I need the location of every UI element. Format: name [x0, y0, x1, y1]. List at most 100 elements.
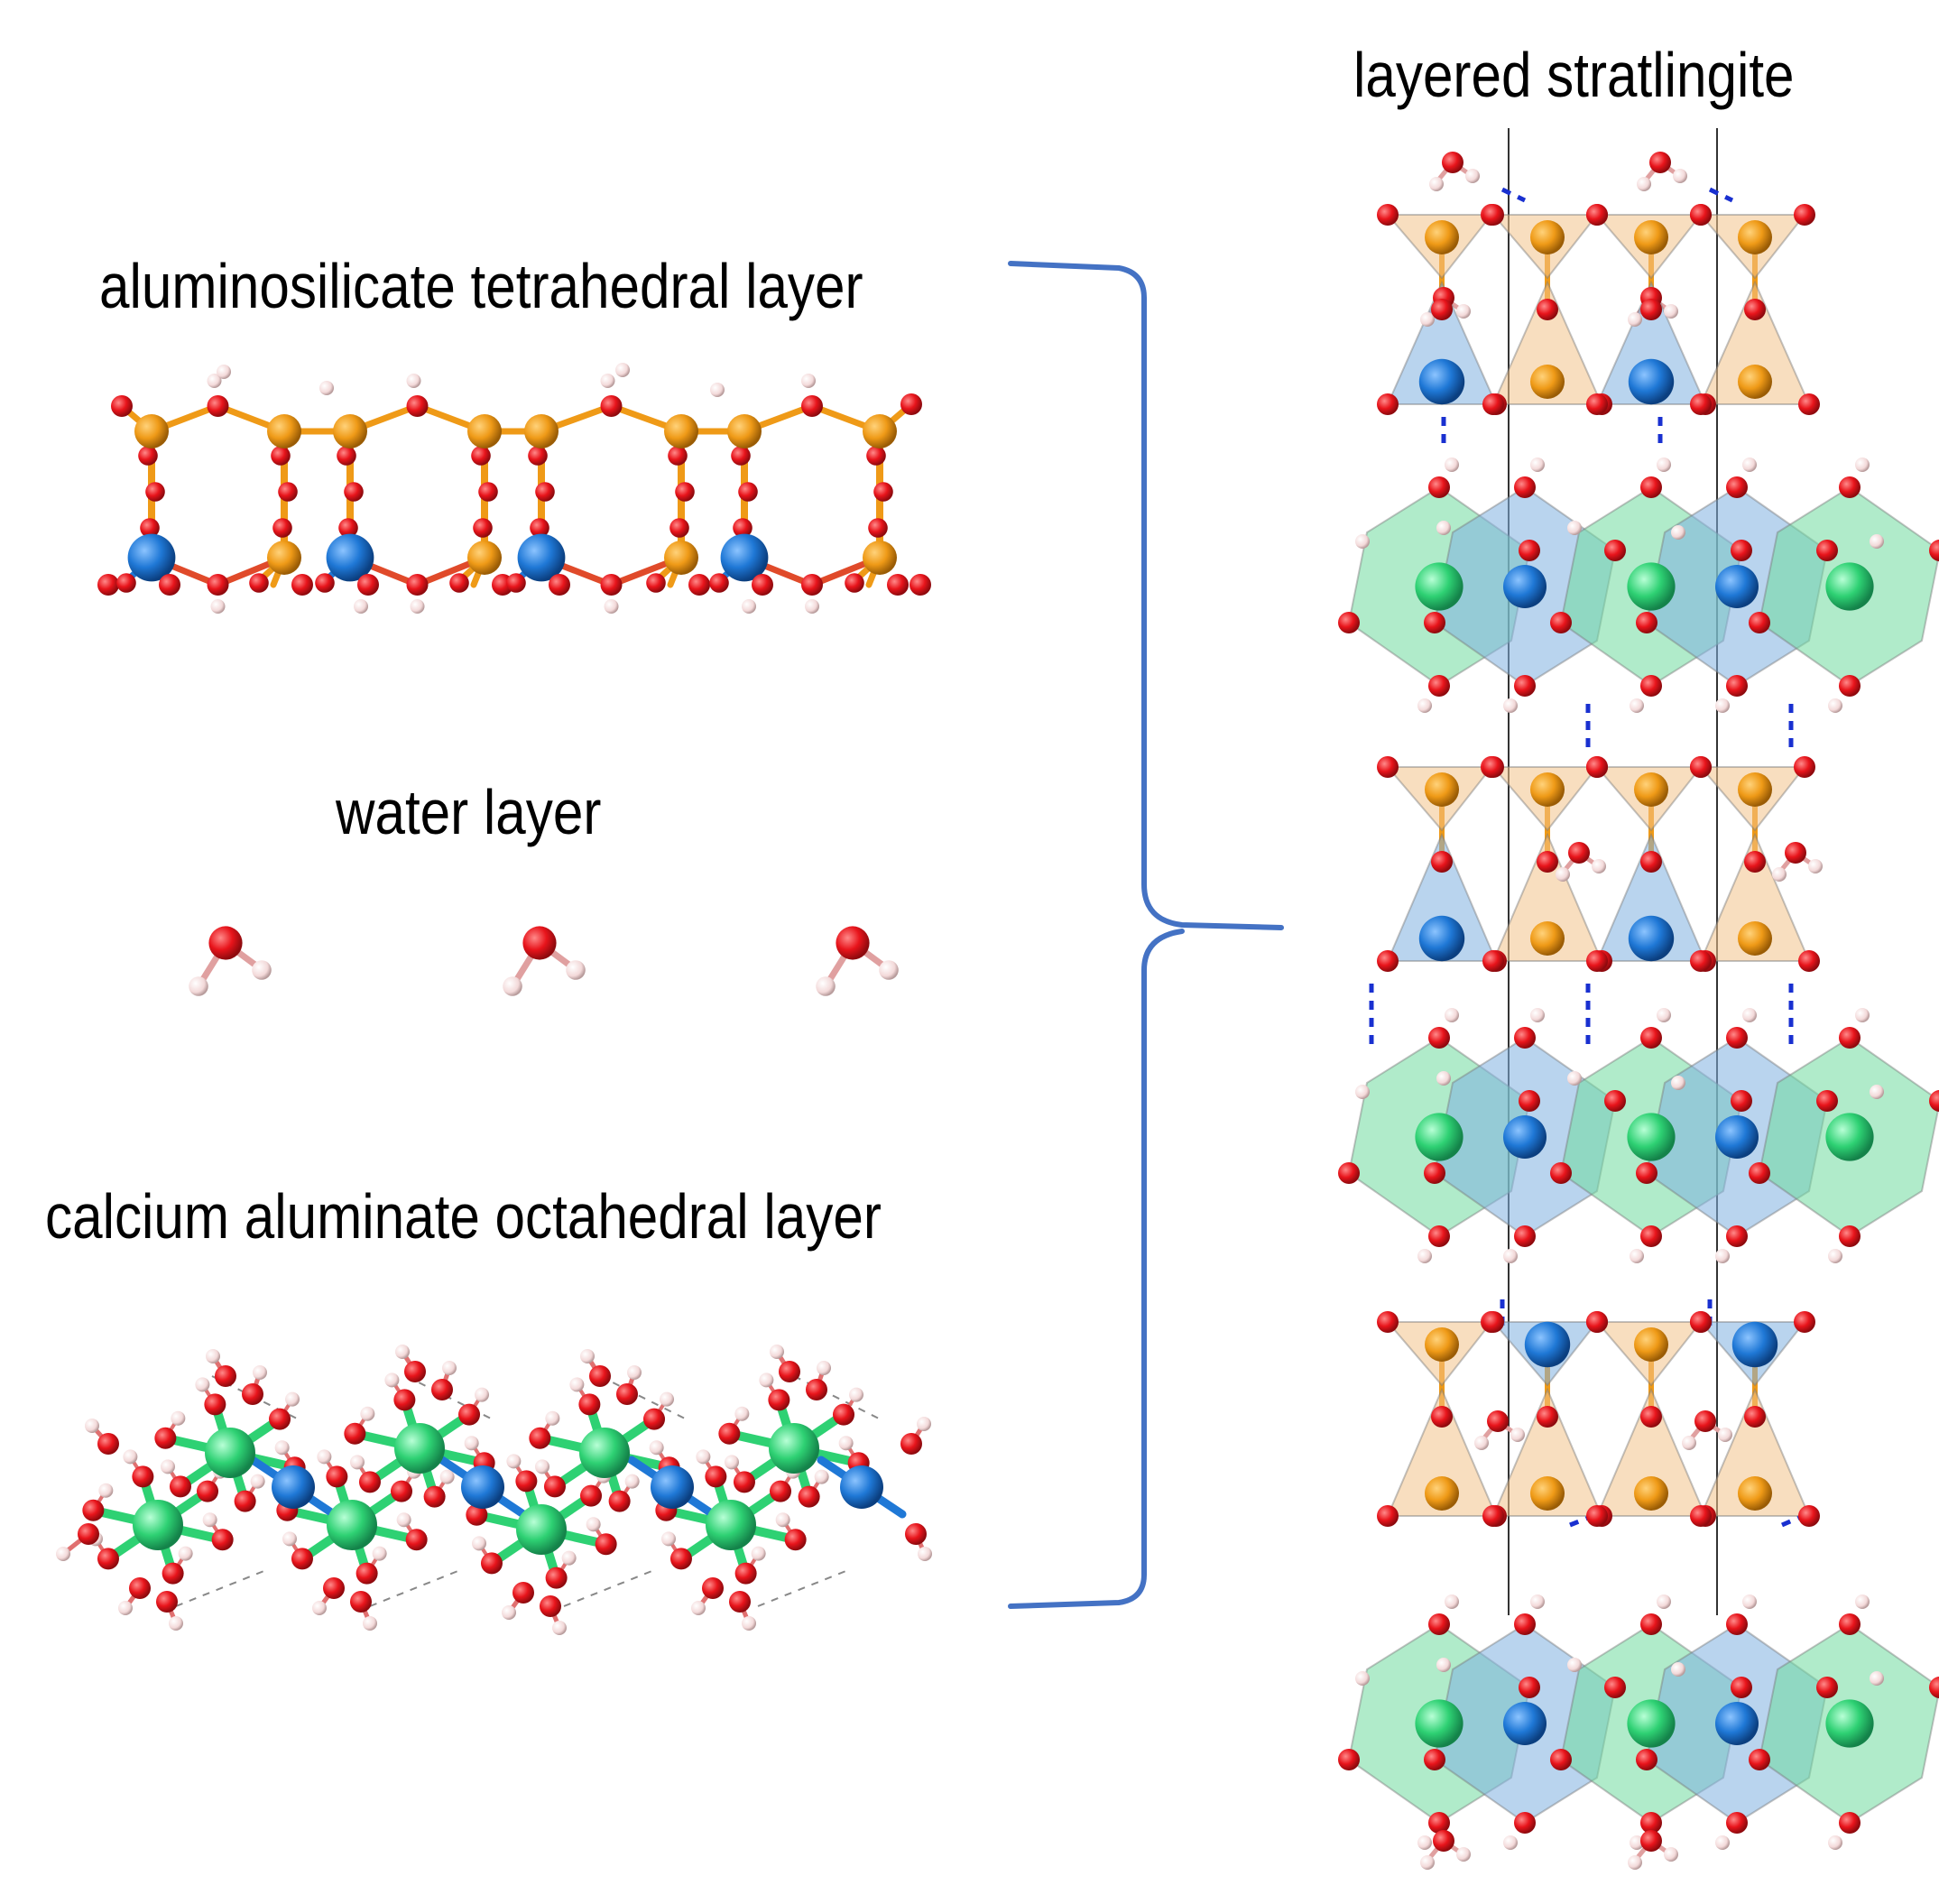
- oxygen-atom: [82, 1499, 105, 1521]
- curly-brace: [1008, 261, 1284, 1609]
- oxygen-atom: [404, 1361, 426, 1382]
- oxygen-atom: [1537, 299, 1558, 320]
- hydrogen-atom: [1420, 312, 1435, 327]
- hydrogen-atom: [569, 1377, 585, 1392]
- oxygen-atom: [1550, 1162, 1572, 1184]
- oxygen-atom: [905, 1523, 927, 1545]
- silicon-atom: [267, 414, 301, 448]
- oxygen-atom: [1640, 476, 1662, 498]
- oxygen-atom: [478, 482, 498, 502]
- label-tetrahedral-layer: aluminosilicate tetrahedral layer: [99, 251, 863, 321]
- oxygen-atom: [159, 574, 180, 596]
- oxygen-atom: [1744, 1406, 1766, 1428]
- oxygen-atom: [406, 574, 429, 596]
- label-water-layer: water layer: [336, 777, 602, 847]
- hydrogen-atom: [918, 1547, 932, 1561]
- silicon-atom: [727, 414, 762, 448]
- aluminum-atom: [1418, 358, 1465, 405]
- oxygen-atom: [1568, 842, 1590, 864]
- hydrogen-atom: [169, 1616, 183, 1631]
- oxygen-atom: [866, 446, 886, 466]
- hydrogen-atom: [118, 1601, 133, 1615]
- oxygen-atom: [272, 518, 292, 538]
- hydrogen-atom: [317, 1449, 332, 1465]
- hydrogen-atom: [814, 1469, 829, 1484]
- oxygen-atom: [734, 1562, 757, 1585]
- oxygen-atom: [512, 1582, 534, 1604]
- hydrogen-atom: [395, 1345, 410, 1359]
- oxygen-atom: [208, 926, 243, 960]
- aluminum-atom: [1503, 1702, 1547, 1745]
- hydrogen-atom: [805, 599, 819, 614]
- hydrogen-atom: [660, 1531, 676, 1547]
- oxygen-atom: [1428, 476, 1450, 498]
- hydrogen-atom: [171, 1410, 186, 1426]
- aluminum-atom: [1715, 1115, 1759, 1159]
- oxygen-atom: [1640, 299, 1662, 320]
- hydrogen-atom: [1828, 1249, 1842, 1263]
- oxygen-atom: [1431, 851, 1453, 873]
- hydrogen-atom: [660, 1391, 675, 1407]
- hydrogen-atom: [1417, 698, 1432, 713]
- hydrogen-atom: [1592, 859, 1606, 873]
- hydrogen-atom: [56, 1547, 70, 1561]
- oxygen-atom: [768, 1389, 790, 1411]
- oxygen-atom: [1929, 1677, 1939, 1698]
- oxygen-atom: [391, 1480, 413, 1502]
- oxygen-atom: [156, 1591, 178, 1613]
- oxygen-atom: [643, 1408, 666, 1430]
- oxygen-atom: [211, 1529, 234, 1551]
- oxygen-atom: [1428, 1613, 1450, 1635]
- cell-edge: [369, 1569, 461, 1607]
- oxygen-atom: [668, 446, 688, 466]
- hydrogen-atom: [384, 1373, 400, 1388]
- oxygen-atom: [1798, 1505, 1820, 1527]
- oxygen-atom: [702, 1577, 724, 1599]
- oxygen-atom: [291, 574, 313, 596]
- oxygen-atom: [169, 1475, 191, 1498]
- oxygen-atom: [145, 482, 165, 502]
- hydrogen-atom: [534, 1459, 549, 1474]
- hydrogen-atom: [252, 960, 272, 980]
- hydrogen-atom: [396, 1512, 411, 1528]
- oxygen-atom: [1731, 540, 1752, 561]
- oxygen-atom: [1816, 1090, 1838, 1112]
- oxygen-atom: [315, 573, 335, 593]
- aluminum-atom: [461, 1465, 504, 1509]
- oxygen-atom: [357, 574, 379, 596]
- hydrogen-atom: [775, 1512, 790, 1528]
- calcium-atom: [579, 1428, 630, 1478]
- oxygen-atom: [900, 393, 922, 415]
- oxygen-atom: [1377, 204, 1399, 226]
- hydrogen-atom: [770, 1345, 784, 1359]
- oxygen-atom: [705, 1465, 727, 1488]
- oxygen-atom: [1929, 1090, 1939, 1112]
- hydrogen-atom: [801, 374, 816, 388]
- oxygen-atom: [1428, 1812, 1450, 1834]
- hydrogen-atom: [696, 1449, 711, 1465]
- oxygen-atom: [1749, 612, 1770, 633]
- oxygen-atom: [1537, 1406, 1558, 1428]
- hydrogen-atom: [1567, 521, 1582, 535]
- hydrogen-atom: [1465, 169, 1480, 183]
- oxygen-atom: [900, 1433, 922, 1455]
- oxygen-atom: [355, 1562, 378, 1585]
- oxygen-atom: [393, 1389, 416, 1411]
- oxygen-atom: [423, 1485, 446, 1508]
- hydrogen-atom: [189, 976, 208, 996]
- oxygen-atom: [1431, 299, 1453, 320]
- hydrogen-atom: [1530, 458, 1545, 472]
- hydrogen-atom: [1530, 1008, 1545, 1022]
- hydrogen-atom: [1503, 698, 1518, 713]
- cell-edge: [563, 1569, 655, 1607]
- hydrogen-atom: [624, 1474, 640, 1489]
- oxygen-atom: [269, 1408, 291, 1430]
- oxygen-atom: [207, 574, 229, 596]
- hydrogen-atom: [1436, 1658, 1451, 1672]
- aluminum-atom: [1628, 358, 1675, 405]
- oxygen-atom: [1690, 393, 1712, 415]
- silicon-atom: [267, 541, 301, 575]
- hydrogen-atom: [917, 1417, 931, 1431]
- aluminum-atom: [1524, 1321, 1571, 1368]
- hydrogen-atom: [471, 1536, 486, 1551]
